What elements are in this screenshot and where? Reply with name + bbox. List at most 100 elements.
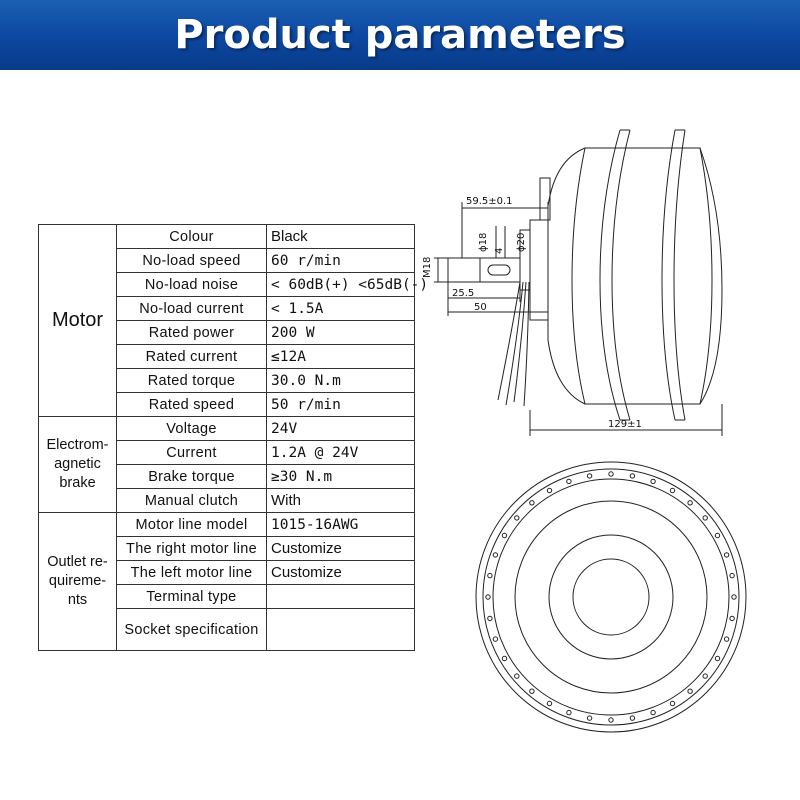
group-label-outlet: Outlet re-quireme-nts [38,512,117,651]
table-row: Terminal type [39,584,415,609]
param-value: Black [266,224,415,249]
group-label-brake: Electrom-agnetic brake [38,416,117,513]
bolt-hole [702,673,708,679]
bolt-hole [501,655,508,662]
bolt-hole [669,700,676,707]
param-name: Current [116,440,267,465]
param-value: ≤12A [266,344,415,369]
param-name: Rated speed [116,392,267,417]
group-label-motor: Motor [38,224,117,417]
param-name: Socket specification [116,608,267,651]
table-row: Electrom-agnetic brake Voltage 24V [38,416,415,513]
bolt-hole [514,515,520,521]
bolt-hole [723,552,730,558]
rim-flange-left-inner [611,129,631,421]
param-name: Voltage [116,416,267,441]
param-value: Customize [266,536,415,561]
bolt-hole [566,709,572,716]
param-value: 60 r/min [266,248,415,273]
bolt-hole [702,515,708,521]
dimension-label-4: 4 [494,248,505,254]
bolt-hole [729,572,735,579]
bolt-hole-ring [485,471,737,723]
table-row: Rated power 200 W [39,320,415,345]
header-banner [0,0,800,70]
bolt-hole [629,715,636,721]
bolt-hole [629,473,636,479]
bolt-hole [492,552,499,558]
table-row: Current 1.2A @ 24V [39,440,415,465]
dimension-label-129: 129±1 [608,419,642,430]
param-name: Terminal type [116,584,267,609]
bolt-hole [687,688,693,694]
param-value: 24V [266,416,415,441]
bolt-hole [586,473,593,479]
rim-flange-right-inner [673,129,686,421]
table-row: Manual clutch With [39,488,415,513]
table-row: Motor Colour Black [38,224,415,417]
param-value [266,608,415,651]
bolt-hole [723,636,730,642]
bolt-hole [714,532,721,539]
bolt-hole [608,717,614,723]
bolt-hole [687,500,693,506]
dimension-label-50: 50 [474,302,487,313]
bolt-hole [714,655,721,662]
bolt-hole [485,594,491,600]
bolt-hole [650,709,656,716]
parameters-table: Motor Colour Black No-load speed 60 r/mi… [38,224,428,651]
hub-outer-circle [475,461,747,733]
param-value: ≥30 N.m [266,464,415,489]
bolt-hole [608,471,614,477]
param-name: Rated torque [116,368,267,393]
axle-shaft [447,257,521,283]
param-value: < 1.5A [266,296,415,321]
bolt-hole [514,673,520,679]
hub-side-body [547,147,723,405]
param-name: Rated power [116,320,267,345]
bolt-hole [487,572,493,579]
bolt-hole [529,500,535,506]
param-value: 200 W [266,320,415,345]
bolt-hole [546,487,553,494]
param-value: 1.2A @ 24V [266,440,415,465]
dimension-label-d20: ϕ20 [516,233,527,252]
bolt-hole [529,688,535,694]
rim-flange-left [599,129,621,421]
param-value: 1015-16AWG [266,512,415,537]
table-row: No-load current < 1.5A [39,296,415,321]
hub-front-view [475,461,747,733]
bolt-hole [492,636,499,642]
table-row: Rated current ≤12A [39,344,415,369]
param-name: No-load noise [116,272,267,297]
bolt-hole [501,532,508,539]
bolt-hole [669,487,676,494]
bolt-hole [650,478,656,485]
dimension-label-overall: 59.5±0.1 [466,196,513,207]
dimension-label-25-5: 25.5 [452,288,474,299]
table-row: Rated torque 30.0 N.m [39,368,415,393]
param-value [266,584,415,609]
table-row: Rated speed 50 r/min [39,392,415,417]
param-value: 30.0 N.m [266,368,415,393]
table-row: Socket specification [39,608,415,651]
bolt-hole [566,478,572,485]
bolt-hole [487,615,493,622]
table-row: No-load speed 60 r/min [39,248,415,273]
dimension-label-d18: ϕ18 [478,233,489,252]
param-name: Rated current [116,344,267,369]
table-row: No-load noise < 60dB(+) <65dB(-) [39,272,428,297]
bolt-hole [546,700,553,707]
motor-wire [497,281,521,401]
bolt-hole [731,594,737,600]
page-title: Product parameters [174,12,626,58]
cable-boss [539,177,551,221]
bolt-hole [729,615,735,622]
param-name: No-load current [116,296,267,321]
param-value: With [266,488,415,513]
brake-housing [529,219,549,321]
rim-flange-right [661,129,676,421]
bolt-hole [586,715,593,721]
dimension-label-m18: M18 [422,257,433,278]
